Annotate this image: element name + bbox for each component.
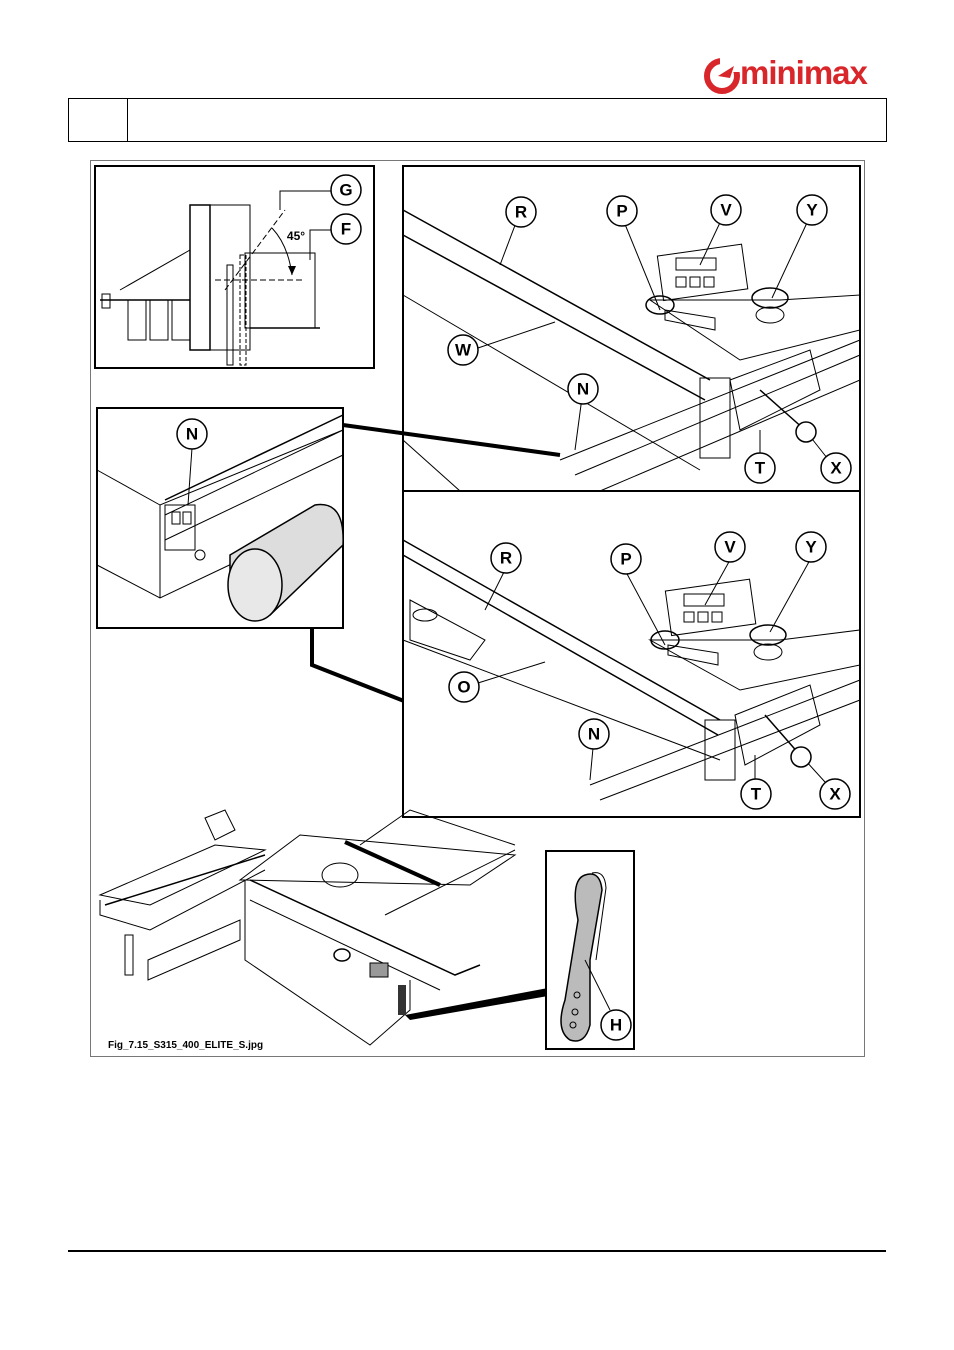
callout-p-top-label: P xyxy=(616,202,627,221)
knob-x-top xyxy=(796,422,816,442)
callout-w-label: W xyxy=(455,341,472,360)
callout-h-label: H xyxy=(610,1016,622,1035)
callout-r-bottom-label: R xyxy=(500,549,512,568)
machine-overview xyxy=(100,810,548,1045)
callout-y-top-label: Y xyxy=(806,201,818,220)
callout-g-label: G xyxy=(339,181,352,200)
callout-t-bottom-label: T xyxy=(751,785,762,804)
callout-r-top-label: R xyxy=(515,203,527,222)
fence-detail-bottom: R P V Y O N T X xyxy=(403,491,860,817)
callout-n-bottom-label: N xyxy=(588,725,600,744)
tool-detail: H xyxy=(546,851,634,1049)
callout-t-top-label: T xyxy=(755,459,766,478)
callout-p-bottom-label: P xyxy=(620,550,631,569)
knob-x-bottom xyxy=(791,747,811,767)
callout-v-bottom-label: V xyxy=(724,538,736,557)
callout-x-top-label: X xyxy=(830,459,842,478)
footer-rule xyxy=(68,1250,886,1252)
angle-label: 45° xyxy=(287,229,305,243)
angle-diagram: 45° G F xyxy=(95,166,374,368)
rail-detail: N xyxy=(97,408,343,628)
callout-o-label: O xyxy=(457,678,470,697)
callout-f-label: F xyxy=(341,220,351,239)
figure-caption: Fig_7.15_S315_400_ELITE_S.jpg xyxy=(108,1040,263,1051)
callout-y-bottom-label: Y xyxy=(805,538,817,557)
callout-n-top-label: N xyxy=(577,380,589,399)
callout-n-rail-label: N xyxy=(186,425,198,444)
callout-v-top-label: V xyxy=(720,201,732,220)
callout-x-bottom-label: X xyxy=(829,785,841,804)
